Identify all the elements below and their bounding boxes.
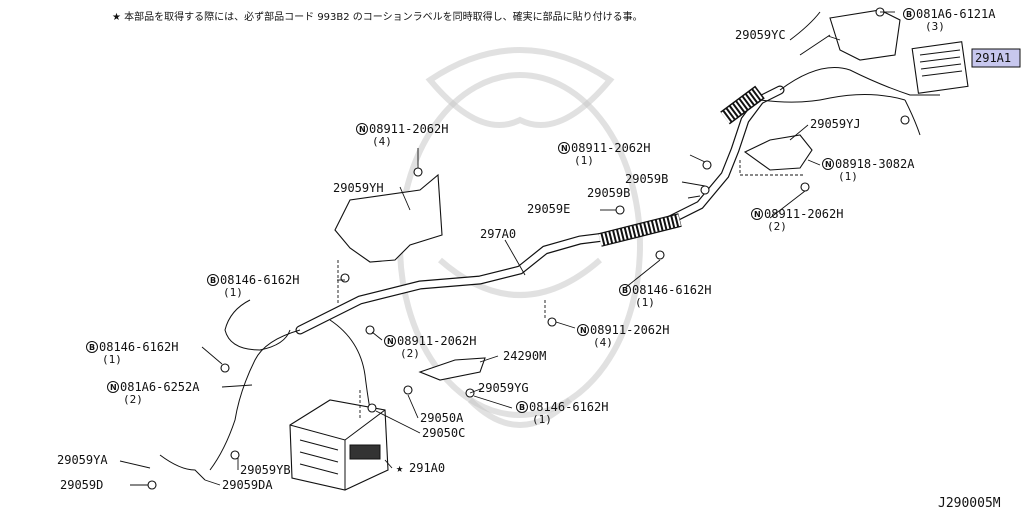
callout-08146-6162h-c: B 08146-6162H (1): [86, 340, 178, 366]
callout-08146-6162h-b: B 08146-6162H (1): [619, 283, 711, 309]
svg-text:08146-6162H: 08146-6162H: [220, 273, 299, 287]
svg-text:08918-3082A: 08918-3082A: [835, 157, 915, 171]
svg-text:N: N: [561, 144, 568, 153]
svg-text:291A0: 291A0: [409, 461, 445, 475]
svg-text:(4): (4): [593, 336, 613, 349]
svg-text:08911-2062H: 08911-2062H: [590, 323, 669, 337]
dashed-guides: [337, 160, 805, 420]
callout-29059yb: 29059YB: [240, 463, 291, 477]
callout-08911-2062h-mid: N 08911-2062H (1): [558, 141, 650, 167]
callout-08918-3082a: N 08918-3082A (1): [822, 157, 915, 183]
svg-text:(2): (2): [400, 347, 420, 360]
svg-text:08146-6162H: 08146-6162H: [99, 340, 178, 354]
callout-29059yc: 29059YC: [735, 28, 786, 42]
callout-08911-2062h-right: N 08911-2062H (2): [751, 207, 843, 233]
svg-text:08911-2062H: 08911-2062H: [571, 141, 650, 155]
svg-text:N: N: [825, 160, 832, 169]
svg-text:N: N: [387, 337, 394, 346]
callout-08911-2062h-low: N 08911-2062H (4): [577, 323, 669, 349]
svg-text:291A1: 291A1: [975, 51, 1011, 65]
callout-29059ya: 29059YA: [57, 453, 108, 467]
main-harness: [159, 11, 940, 481]
svg-text:081A6-6121A: 081A6-6121A: [916, 7, 996, 21]
inverter-291a0: [289, 399, 389, 491]
callout-29059b-1: 29059B: [625, 172, 668, 186]
drawing-id: J290005M: [938, 496, 1001, 511]
callout-081a6-6252a: N 081A6-6252A (2): [107, 380, 200, 406]
svg-text:(1): (1): [532, 413, 552, 426]
svg-text:08911-2062H: 08911-2062H: [397, 334, 476, 348]
svg-text:★: ★: [396, 461, 403, 475]
bracket-24290m: [418, 357, 486, 381]
callout-29050a: 29050A: [420, 411, 464, 425]
callout-24290m: 24290M: [503, 349, 546, 363]
svg-text:N: N: [580, 326, 587, 335]
callout-08911-2062h-low2: N 08911-2062H (2): [384, 334, 476, 360]
svg-text:B: B: [519, 403, 525, 412]
svg-text:(1): (1): [574, 154, 594, 167]
svg-text:081A6-6252A: 081A6-6252A: [120, 380, 200, 394]
svg-text:(1): (1): [223, 286, 243, 299]
svg-text:08146-6162H: 08146-6162H: [529, 400, 608, 414]
fasteners: [147, 7, 910, 490]
callout-08911-2062h-top: N 08911-2062H (4): [356, 122, 448, 148]
callout-29059da: 29059DA: [222, 478, 273, 492]
callout-29059yh: 29059YH: [333, 181, 384, 195]
bracket-29059yj: [743, 134, 813, 171]
callout-08146-6162h-a: B 08146-6162H (1): [207, 273, 299, 299]
svg-text:08911-2062H: 08911-2062H: [764, 207, 843, 221]
svg-text:(4): (4): [372, 135, 392, 148]
callout-29059d: 29059D: [60, 478, 103, 492]
svg-text:B: B: [89, 343, 95, 352]
svg-text:08146-6162H: 08146-6162H: [632, 283, 711, 297]
callout-29059yj: 29059YJ: [810, 117, 861, 131]
callout-291a0: ★ 291A0: [396, 461, 445, 475]
callout-29059yg: 29059YG: [478, 381, 529, 395]
shield-29059yh: [334, 173, 443, 263]
svg-text:(1): (1): [635, 296, 655, 309]
svg-text:(2): (2): [767, 220, 787, 233]
callout-29059e: 29059E: [527, 202, 570, 216]
svg-text:B: B: [210, 276, 216, 285]
callout-08146-6162h-d: B 08146-6162H (1): [516, 400, 608, 426]
svg-text:(2): (2): [123, 393, 143, 406]
leader-lines: [119, 11, 895, 486]
caution-label-note: ★ 本部品を取得する際には、必ず部品コード 993B2 のコーションラベルを同時…: [112, 10, 643, 23]
svg-text:(3): (3): [925, 20, 945, 33]
svg-text:B: B: [906, 10, 912, 19]
svg-text:(1): (1): [838, 170, 858, 183]
callout-297a0: 297A0: [480, 227, 516, 241]
shield-29059yc: [829, 9, 901, 61]
svg-text:B: B: [622, 286, 628, 295]
svg-text:N: N: [110, 383, 117, 392]
svg-text:N: N: [359, 125, 366, 134]
module-291a1: [911, 41, 969, 94]
svg-text:08911-2062H: 08911-2062H: [369, 122, 448, 136]
callout-29059b-2: 29059B: [587, 186, 630, 200]
callout-291a1: 291A1: [971, 48, 1021, 68]
callout-081a6-6121a: B 081A6-6121A (3): [903, 7, 996, 33]
svg-text:(1): (1): [102, 353, 122, 366]
svg-text:N: N: [754, 210, 761, 219]
callout-29050c: 29050C: [422, 426, 465, 440]
